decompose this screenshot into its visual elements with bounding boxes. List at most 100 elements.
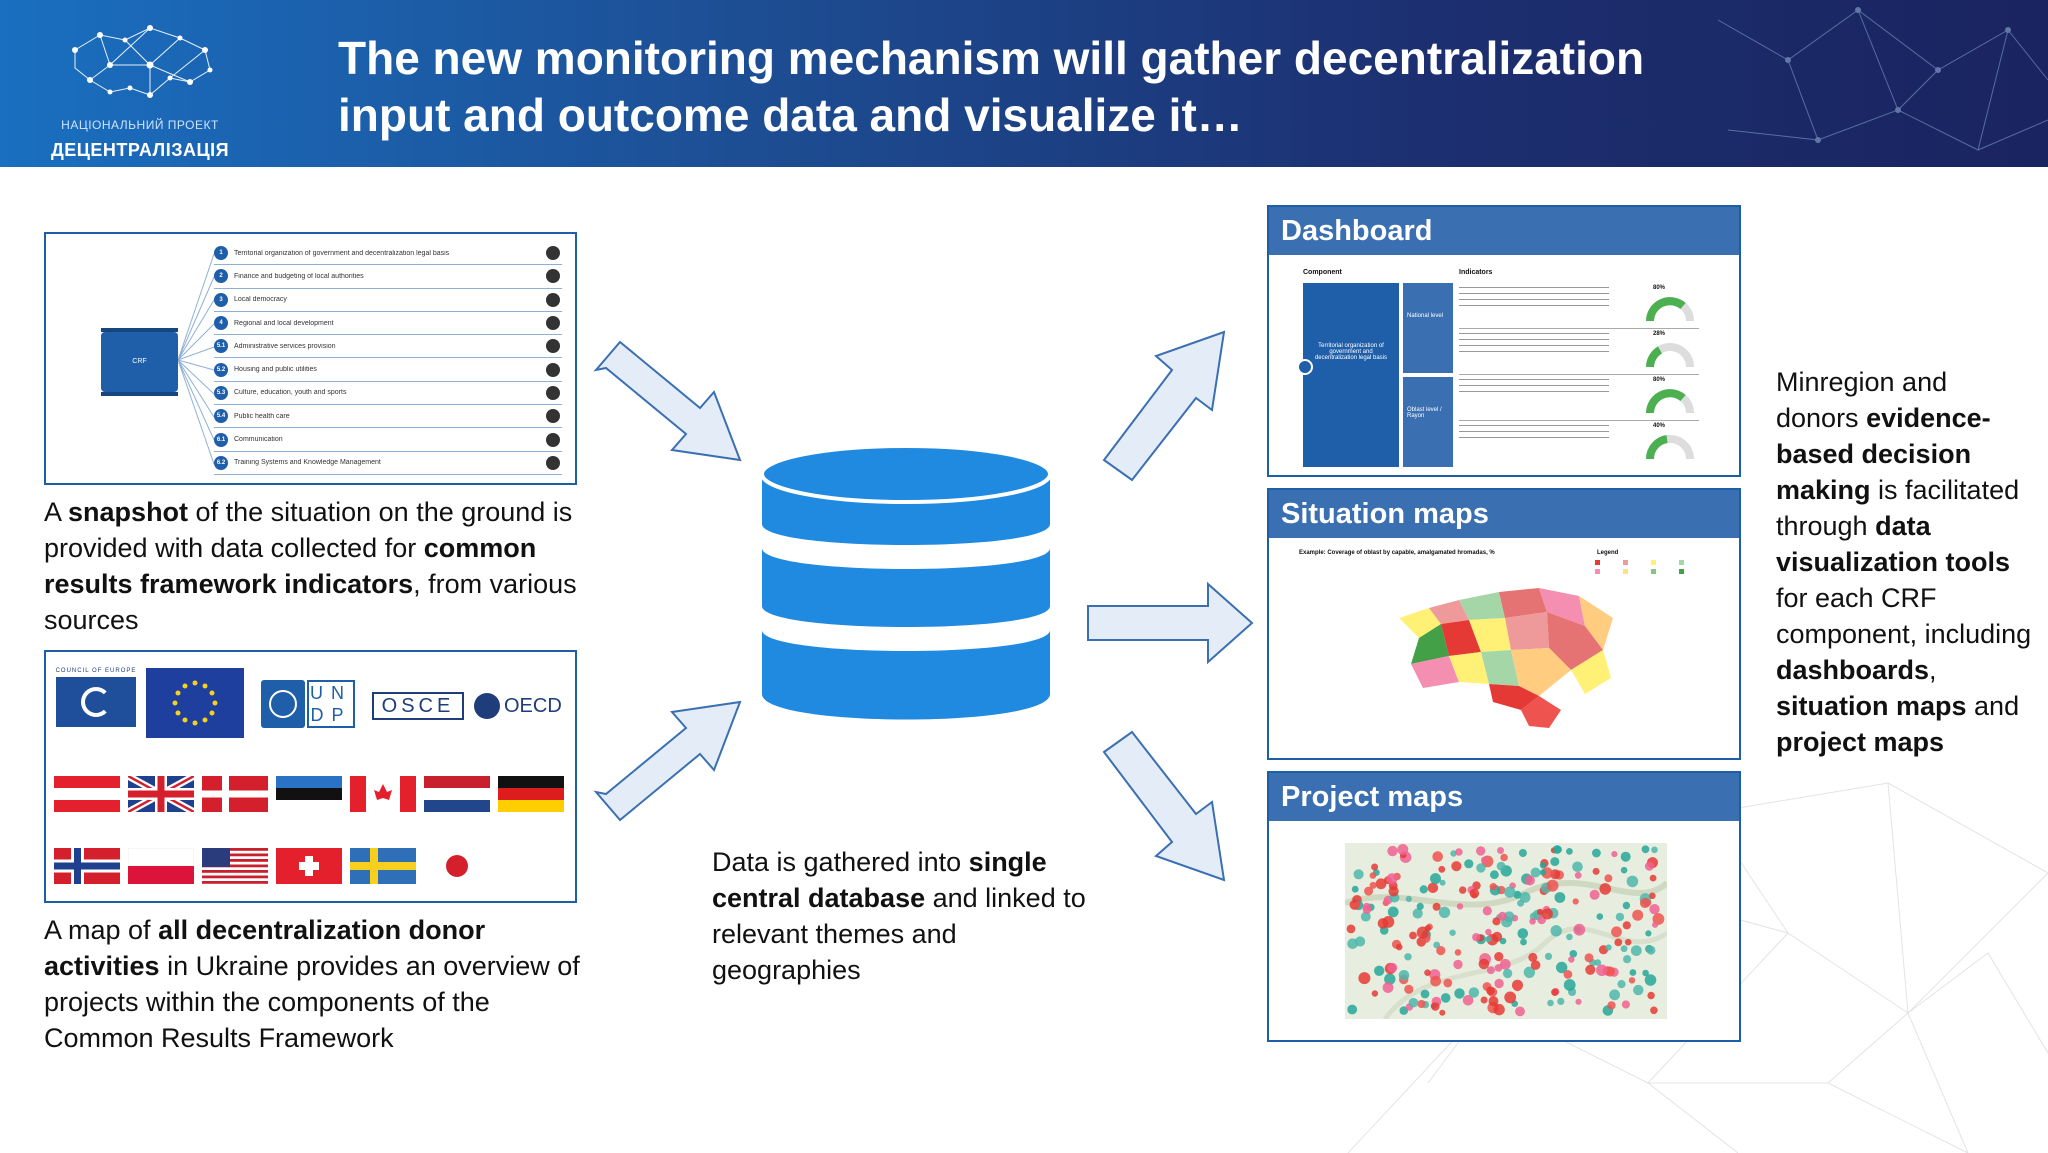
project-marker	[1651, 846, 1658, 854]
project-marker	[1459, 886, 1467, 894]
caption-text: and linked to relevant themes and geogra…	[712, 883, 1086, 985]
situation-map-example: Example: Coverage of oblast by capable, …	[1299, 550, 1495, 556]
project-marker	[1404, 953, 1412, 961]
project-marker	[1575, 998, 1582, 1005]
project-marker	[1596, 913, 1604, 920]
project-marker	[1563, 979, 1576, 991]
crf-item-number: 1	[214, 246, 228, 261]
coe-label: COUNCIL OF EUROPE	[55, 668, 137, 674]
crf-item-label: Culture, education, youth and sports	[234, 389, 347, 397]
crf-item-number: 5.2	[214, 362, 228, 377]
project-marker	[1550, 925, 1562, 937]
project-marker	[1599, 883, 1611, 895]
caption-text: ,	[1929, 655, 1937, 685]
indicator-text	[1459, 287, 1609, 309]
project-marker	[1472, 933, 1481, 942]
project-marker	[1358, 972, 1371, 985]
project-marker	[1630, 945, 1642, 956]
project-marker	[1641, 845, 1650, 854]
project-marker	[1592, 867, 1600, 875]
project-marker	[1430, 873, 1441, 885]
project-marker	[1464, 859, 1474, 869]
project-marker	[1408, 997, 1419, 1008]
crf-item-label: Regional and local development	[234, 319, 334, 327]
crf-item-label: Housing and public utilities	[234, 366, 317, 374]
project-marker	[1416, 926, 1429, 939]
crf-item-number: 5.3	[214, 385, 228, 400]
project-marker	[1387, 906, 1399, 918]
project-marker	[1454, 949, 1462, 956]
project-marker	[1485, 936, 1492, 943]
crf-item-number: 2	[214, 269, 228, 284]
project-marker	[1443, 978, 1453, 988]
indicator-row: 40%	[1459, 421, 1699, 467]
project-marker	[1513, 890, 1522, 899]
dashboard-sub-national: National level	[1403, 283, 1453, 373]
house-icon	[546, 362, 560, 377]
project-marker	[1546, 879, 1559, 892]
project-marker	[1589, 889, 1600, 900]
project-marker	[1351, 885, 1359, 893]
sweden-flag-icon	[350, 848, 416, 884]
austria-flag-icon	[54, 776, 120, 812]
project-marker	[1649, 904, 1660, 915]
project-marker	[1481, 856, 1488, 864]
project-marker	[1647, 991, 1655, 1000]
project-marker	[1539, 862, 1547, 869]
oecd-logo: OECD	[474, 690, 570, 722]
project-marker	[1384, 973, 1396, 985]
ukraine-network-map-icon	[72, 25, 213, 98]
caption-bold: common results framework indicators	[44, 533, 537, 599]
project-marker	[1519, 892, 1531, 903]
megaphone-icon	[546, 432, 560, 447]
project-marker	[1639, 897, 1651, 909]
caption-text: , from various sources	[44, 569, 577, 635]
project-marker	[1449, 929, 1456, 936]
project-marker	[1572, 898, 1579, 905]
decision-making-text: Minregion and donors evidence-based deci…	[1776, 364, 2036, 760]
caption-text: Minregion and donors	[1776, 367, 1948, 433]
project-marker	[1566, 848, 1573, 855]
project-marker	[1650, 1006, 1658, 1015]
project-marker	[1387, 845, 1398, 857]
project-marker	[1456, 903, 1464, 910]
caption-text: A map of	[44, 915, 159, 945]
project-marker	[1503, 911, 1515, 923]
crf-item-number: 5.4	[214, 409, 228, 424]
decentralization-logo: НАЦІОНАЛЬНИЙ ПРОЕКТ ДЕЦЕНТРАЛІЗАЦІЯ	[40, 10, 240, 160]
donor-logos-panel: COUNCIL OF EUROPE UN DP OSCE OECD	[44, 650, 577, 903]
indicator-text	[1459, 333, 1609, 355]
project-marker	[1620, 866, 1628, 874]
netherlands-flag-icon	[424, 776, 490, 812]
dashboard-sub-oblast: Oblast level / Rayon	[1403, 377, 1453, 467]
project-marker	[1529, 918, 1536, 925]
project-marker	[1622, 921, 1631, 930]
project-marker	[1574, 871, 1582, 879]
project-marker	[1541, 908, 1553, 920]
caption-bold: single central database	[712, 847, 1047, 913]
caption-text: Data is gathered into	[712, 847, 969, 877]
crf-item-number: 6.2	[214, 455, 228, 470]
crf-item-number: 3	[214, 292, 228, 307]
project-marker	[1632, 909, 1644, 921]
denmark-flag-icon	[202, 776, 268, 812]
caption-text: for each CRF component, including	[1776, 583, 2032, 649]
arrow-right-down-icon	[593, 340, 742, 462]
norway-flag-icon	[54, 848, 120, 884]
project-marker	[1566, 933, 1573, 941]
project-marker	[1544, 952, 1553, 960]
crf-item: 5.3 Culture, education, youth and sports	[214, 382, 562, 406]
project-marker	[1374, 965, 1385, 976]
project-marker	[1620, 945, 1628, 953]
project-marker	[1499, 958, 1511, 970]
project-marker	[1550, 869, 1561, 880]
crf-item-number: 5.1	[214, 339, 228, 354]
project-marker	[1494, 952, 1504, 962]
usa-flag-icon	[202, 848, 268, 884]
indicator-text	[1459, 425, 1609, 441]
logo-title: ДЕЦЕНТРАЛІЗАЦІЯ	[50, 140, 230, 160]
project-marker	[1624, 938, 1632, 946]
